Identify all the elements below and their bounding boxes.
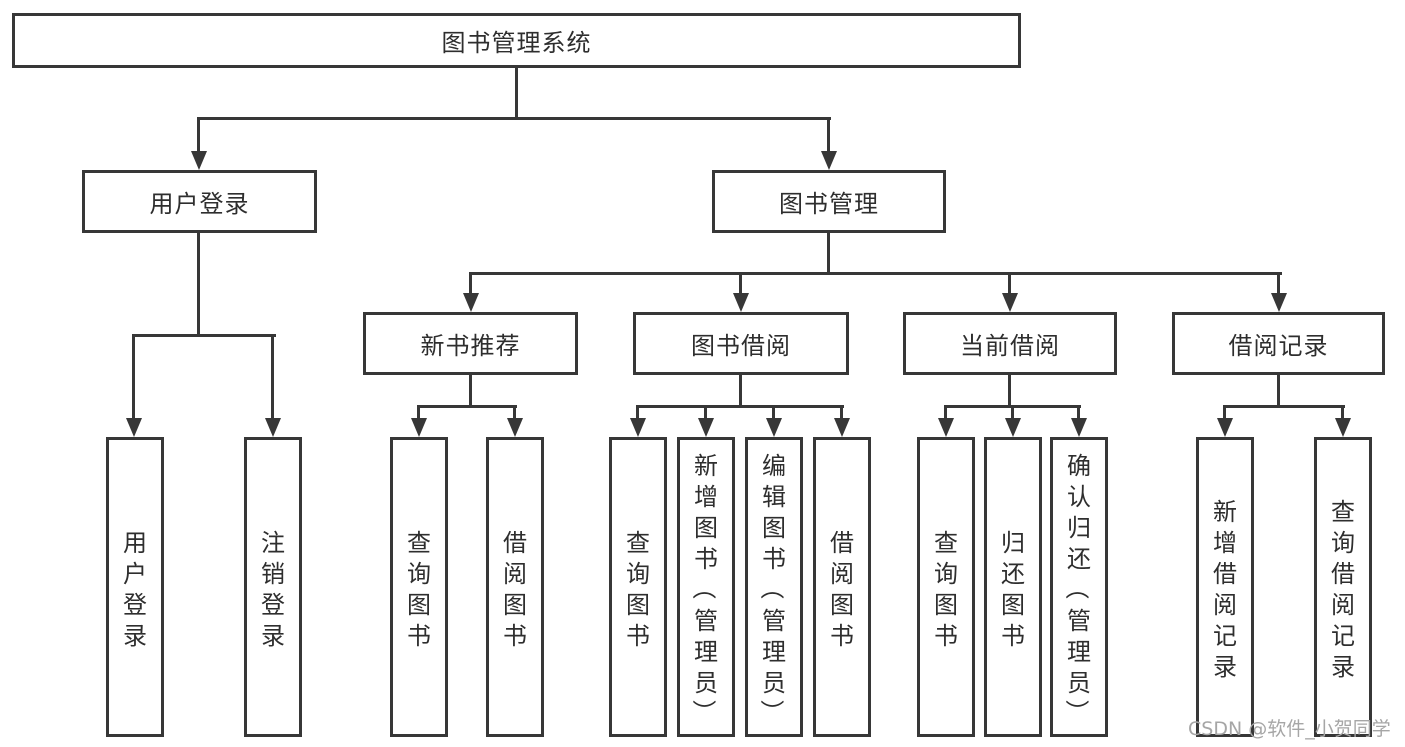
leaf-query-books-borrowing: 查询图书 [609, 437, 667, 737]
connector-stem-user-login [197, 117, 200, 153]
arrowhead-return-books [1005, 418, 1021, 437]
watermark: CSDN @软件_小贺同学 [1188, 718, 1391, 740]
arrowhead-new-book-recommendation [463, 293, 479, 312]
connector-user-login-rail [132, 334, 276, 337]
connector-stem-new-book-recommendation [469, 272, 472, 296]
leaf-return-books: 归还图书 [984, 437, 1042, 737]
arrowhead-query-borrow-record [1335, 418, 1351, 437]
arrowhead-leaf-user-login [126, 418, 142, 437]
node-new-book-recommendation: 新书推荐 [363, 312, 578, 375]
node-current-borrowing: 当前借阅 [903, 312, 1117, 375]
connector-book-management-rail [469, 272, 1282, 275]
arrowhead-book-borrowing [733, 293, 749, 312]
connector-records-rail [1223, 405, 1345, 408]
leaf-add-borrow-record: 新增借阅记录 [1196, 437, 1254, 737]
arrowhead-query-books-current [938, 418, 954, 437]
connector-stem-query-books-current [944, 405, 947, 422]
node-user-login: 用户登录 [82, 170, 317, 233]
connector-stem-borrowing-records [1277, 272, 1280, 296]
connector-borrowing-rail [636, 405, 844, 408]
connector-stem-book-management [827, 117, 830, 153]
arrowhead-borrowing-records [1271, 293, 1287, 312]
leaf-user-login: 用户登录 [106, 437, 164, 737]
leaf-query-borrow-record: 查询借阅记录 [1314, 437, 1372, 737]
leaf-confirm-return-admin: 确认归还（管理员） [1050, 437, 1108, 737]
node-borrowing-records: 借阅记录 [1172, 312, 1385, 375]
arrowhead-add-book-admin [698, 418, 714, 437]
connector-stem-query-books-borrowing [636, 405, 639, 422]
connector-stem-borrow-books-recommend [513, 405, 516, 422]
leaf-edit-book-admin: 编辑图书（管理员） [745, 437, 803, 737]
connector-stem-current-borrowing [1008, 272, 1011, 296]
connector-stem-query-borrow-record [1341, 405, 1344, 422]
connector-records-stem [1277, 374, 1280, 408]
leaf-query-books-current: 查询图书 [917, 437, 975, 737]
connector-recommend-stem [469, 374, 472, 408]
connector-stem-confirm-return-admin [1077, 405, 1080, 422]
node-book-borrowing: 图书借阅 [633, 312, 849, 375]
arrowhead-add-borrow-record [1217, 418, 1233, 437]
connector-stem-book-borrowing [739, 272, 742, 296]
leaf-add-book-admin: 新增图书（管理员） [677, 437, 735, 737]
connector-book-management-stem [827, 232, 830, 275]
node-book-management: 图书管理 [712, 170, 946, 233]
arrowhead-book-management [821, 151, 837, 170]
leaf-query-books-recommend: 查询图书 [390, 437, 448, 737]
arrowhead-user-login [191, 151, 207, 170]
leaf-logout: 注销登录 [244, 437, 302, 737]
connector-user-login-stem [197, 232, 200, 337]
arrowhead-leaf-logout [265, 418, 281, 437]
arrowhead-borrow-books-recommend [507, 418, 523, 437]
arrowhead-confirm-return-admin [1071, 418, 1087, 437]
connector-root-rail [197, 117, 831, 120]
connector-stem-query-books-recommend [417, 405, 420, 422]
connector-current-stem [1008, 374, 1011, 408]
connector-stem-edit-book-admin [772, 405, 775, 422]
connector-borrowing-stem [739, 374, 742, 408]
arrowhead-edit-book-admin [766, 418, 782, 437]
connector-stem-add-borrow-record [1223, 405, 1226, 422]
connector-stem-borrow-books-borrowing [840, 405, 843, 422]
arrowhead-borrow-books-borrowing [834, 418, 850, 437]
connector-stem-return-books [1011, 405, 1014, 422]
arrowhead-query-books-recommend [411, 418, 427, 437]
leaf-borrow-books-recommend: 借阅图书 [486, 437, 544, 737]
connector-stem-leaf-user-login [132, 334, 135, 421]
connector-root-stem [515, 68, 518, 120]
connector-stem-add-book-admin [704, 405, 707, 422]
leaf-borrow-books-borrowing: 借阅图书 [813, 437, 871, 737]
arrowhead-current-borrowing [1002, 293, 1018, 312]
connector-stem-leaf-logout [271, 334, 274, 421]
connector-recommend-rail [417, 405, 517, 408]
arrowhead-query-books-borrowing [630, 418, 646, 437]
node-library-management-system: 图书管理系统 [12, 13, 1021, 68]
